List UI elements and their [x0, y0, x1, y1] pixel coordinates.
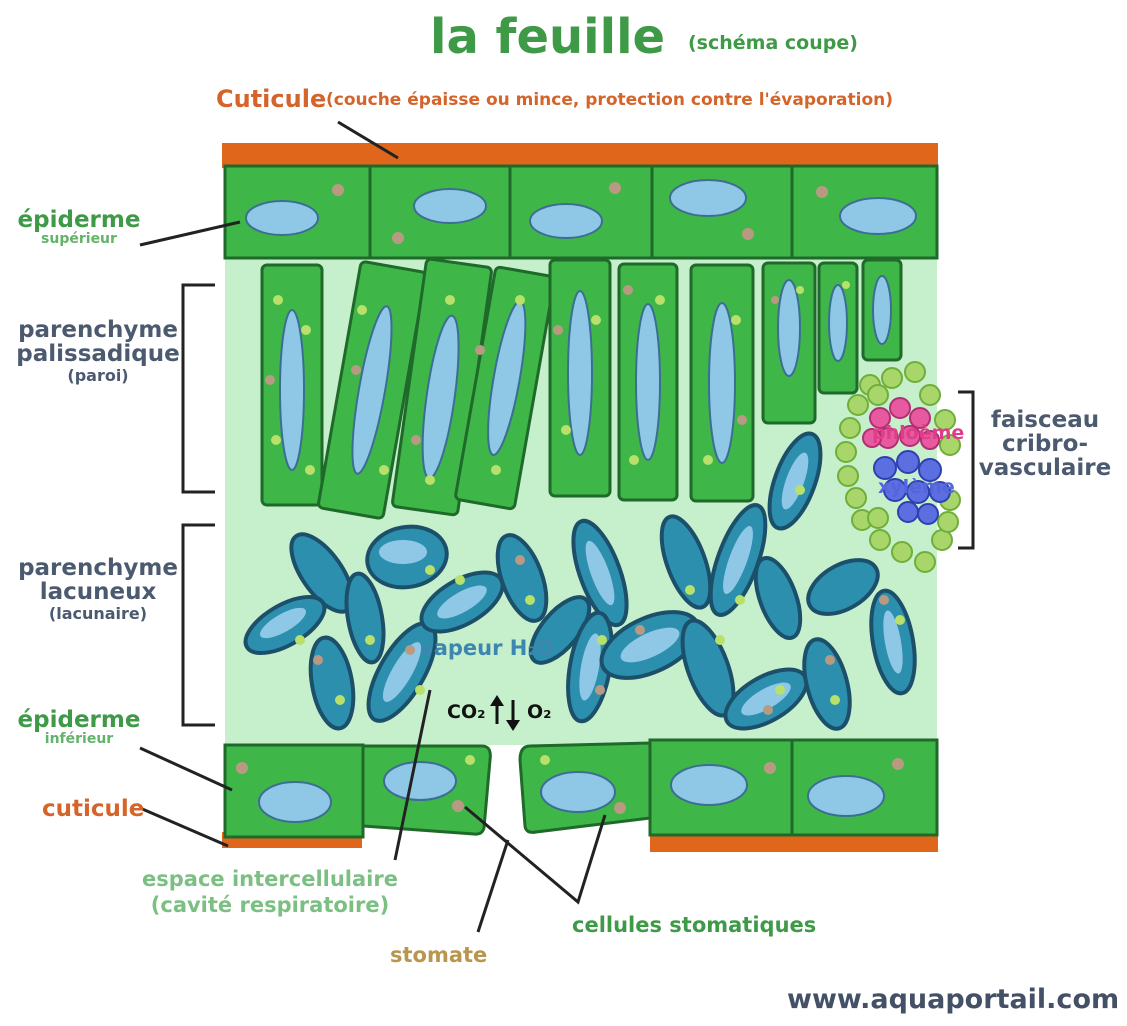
vascular-label-3: vasculaire	[975, 456, 1115, 480]
epidermis-lower-title: épiderme	[14, 708, 144, 732]
epidermis-lower-sub: inférieur	[14, 732, 144, 747]
co2-label: CO₂	[447, 703, 485, 723]
nucleus	[384, 762, 456, 800]
lower-epidermis	[225, 740, 937, 837]
palisade-label-1: parenchyme	[8, 318, 188, 342]
nucleus	[670, 180, 746, 216]
cuticle-top-note: (couche épaisse ou mince, protection con…	[326, 92, 893, 110]
pointer-cuticle-bottom	[140, 808, 228, 846]
spongy-sub: (lacunaire)	[8, 606, 188, 623]
vascular-bundle-label: faisceau cribro- vasculaire	[975, 408, 1115, 480]
xylem-label: xylème	[878, 478, 955, 498]
palisade-label-2: palissadique	[8, 342, 188, 366]
cuticle-top-label: Cuticule	[216, 87, 326, 112]
upper-cuticle	[222, 143, 938, 168]
nucleus	[280, 310, 304, 470]
guard-cells-label: cellules stomatiques	[572, 914, 816, 936]
cuticle-bottom-label: cuticule	[42, 797, 144, 821]
vascular-bracket	[958, 392, 973, 548]
nucleus	[778, 280, 800, 376]
nucleus	[259, 782, 331, 822]
nucleus	[541, 772, 615, 812]
epidermis-upper-title: épiderme	[14, 208, 144, 232]
vascular-label-2: cribro-	[975, 432, 1115, 456]
pointer-epidermis-lower	[140, 748, 232, 790]
upper-epidermis	[225, 166, 937, 258]
air-space-label-1: espace intercellulaire	[120, 868, 420, 890]
nucleus	[840, 198, 916, 234]
diagram-subtitle: (schéma coupe)	[688, 34, 858, 54]
vapor-label: vapeur H₂O	[420, 637, 554, 659]
nucleus	[568, 291, 592, 455]
nucleus	[873, 276, 891, 344]
nucleus	[829, 285, 847, 361]
nucleus	[636, 304, 660, 460]
diagram-title: la feuille	[430, 12, 665, 62]
epidermis-upper-label: épiderme supérieur	[14, 208, 144, 247]
nucleus	[808, 776, 884, 816]
pointer-stomata	[478, 840, 508, 932]
spongy-label: parenchyme lacuneux (lacunaire)	[8, 556, 188, 623]
air-space-label: espace intercellulaire (cavité respirato…	[120, 868, 420, 916]
palisade-bracket	[183, 285, 215, 492]
nucleus	[709, 303, 735, 463]
spongy-bracket	[183, 525, 215, 725]
epidermis-upper-sub: supérieur	[14, 232, 144, 247]
nucleus	[671, 765, 747, 805]
stomata-label: stomate	[390, 944, 487, 966]
o2-label: O₂	[527, 703, 551, 723]
palisade-label: parenchyme palissadique (paroi)	[8, 318, 188, 385]
air-space-label-2: (cavité respiratoire)	[120, 894, 420, 916]
nucleus	[246, 201, 318, 235]
nucleus	[530, 204, 602, 238]
website-credit: www.aquaportail.com	[787, 986, 1119, 1014]
phloem-label: phloème	[872, 424, 964, 444]
vascular-label-1: faisceau	[975, 408, 1115, 432]
spongy-label-1: parenchyme	[8, 556, 188, 580]
nucleus	[414, 189, 486, 223]
spongy-label-2: lacuneux	[8, 580, 188, 604]
palisade-sub: (paroi)	[8, 368, 188, 385]
epidermis-lower-label: épiderme inférieur	[14, 708, 144, 747]
